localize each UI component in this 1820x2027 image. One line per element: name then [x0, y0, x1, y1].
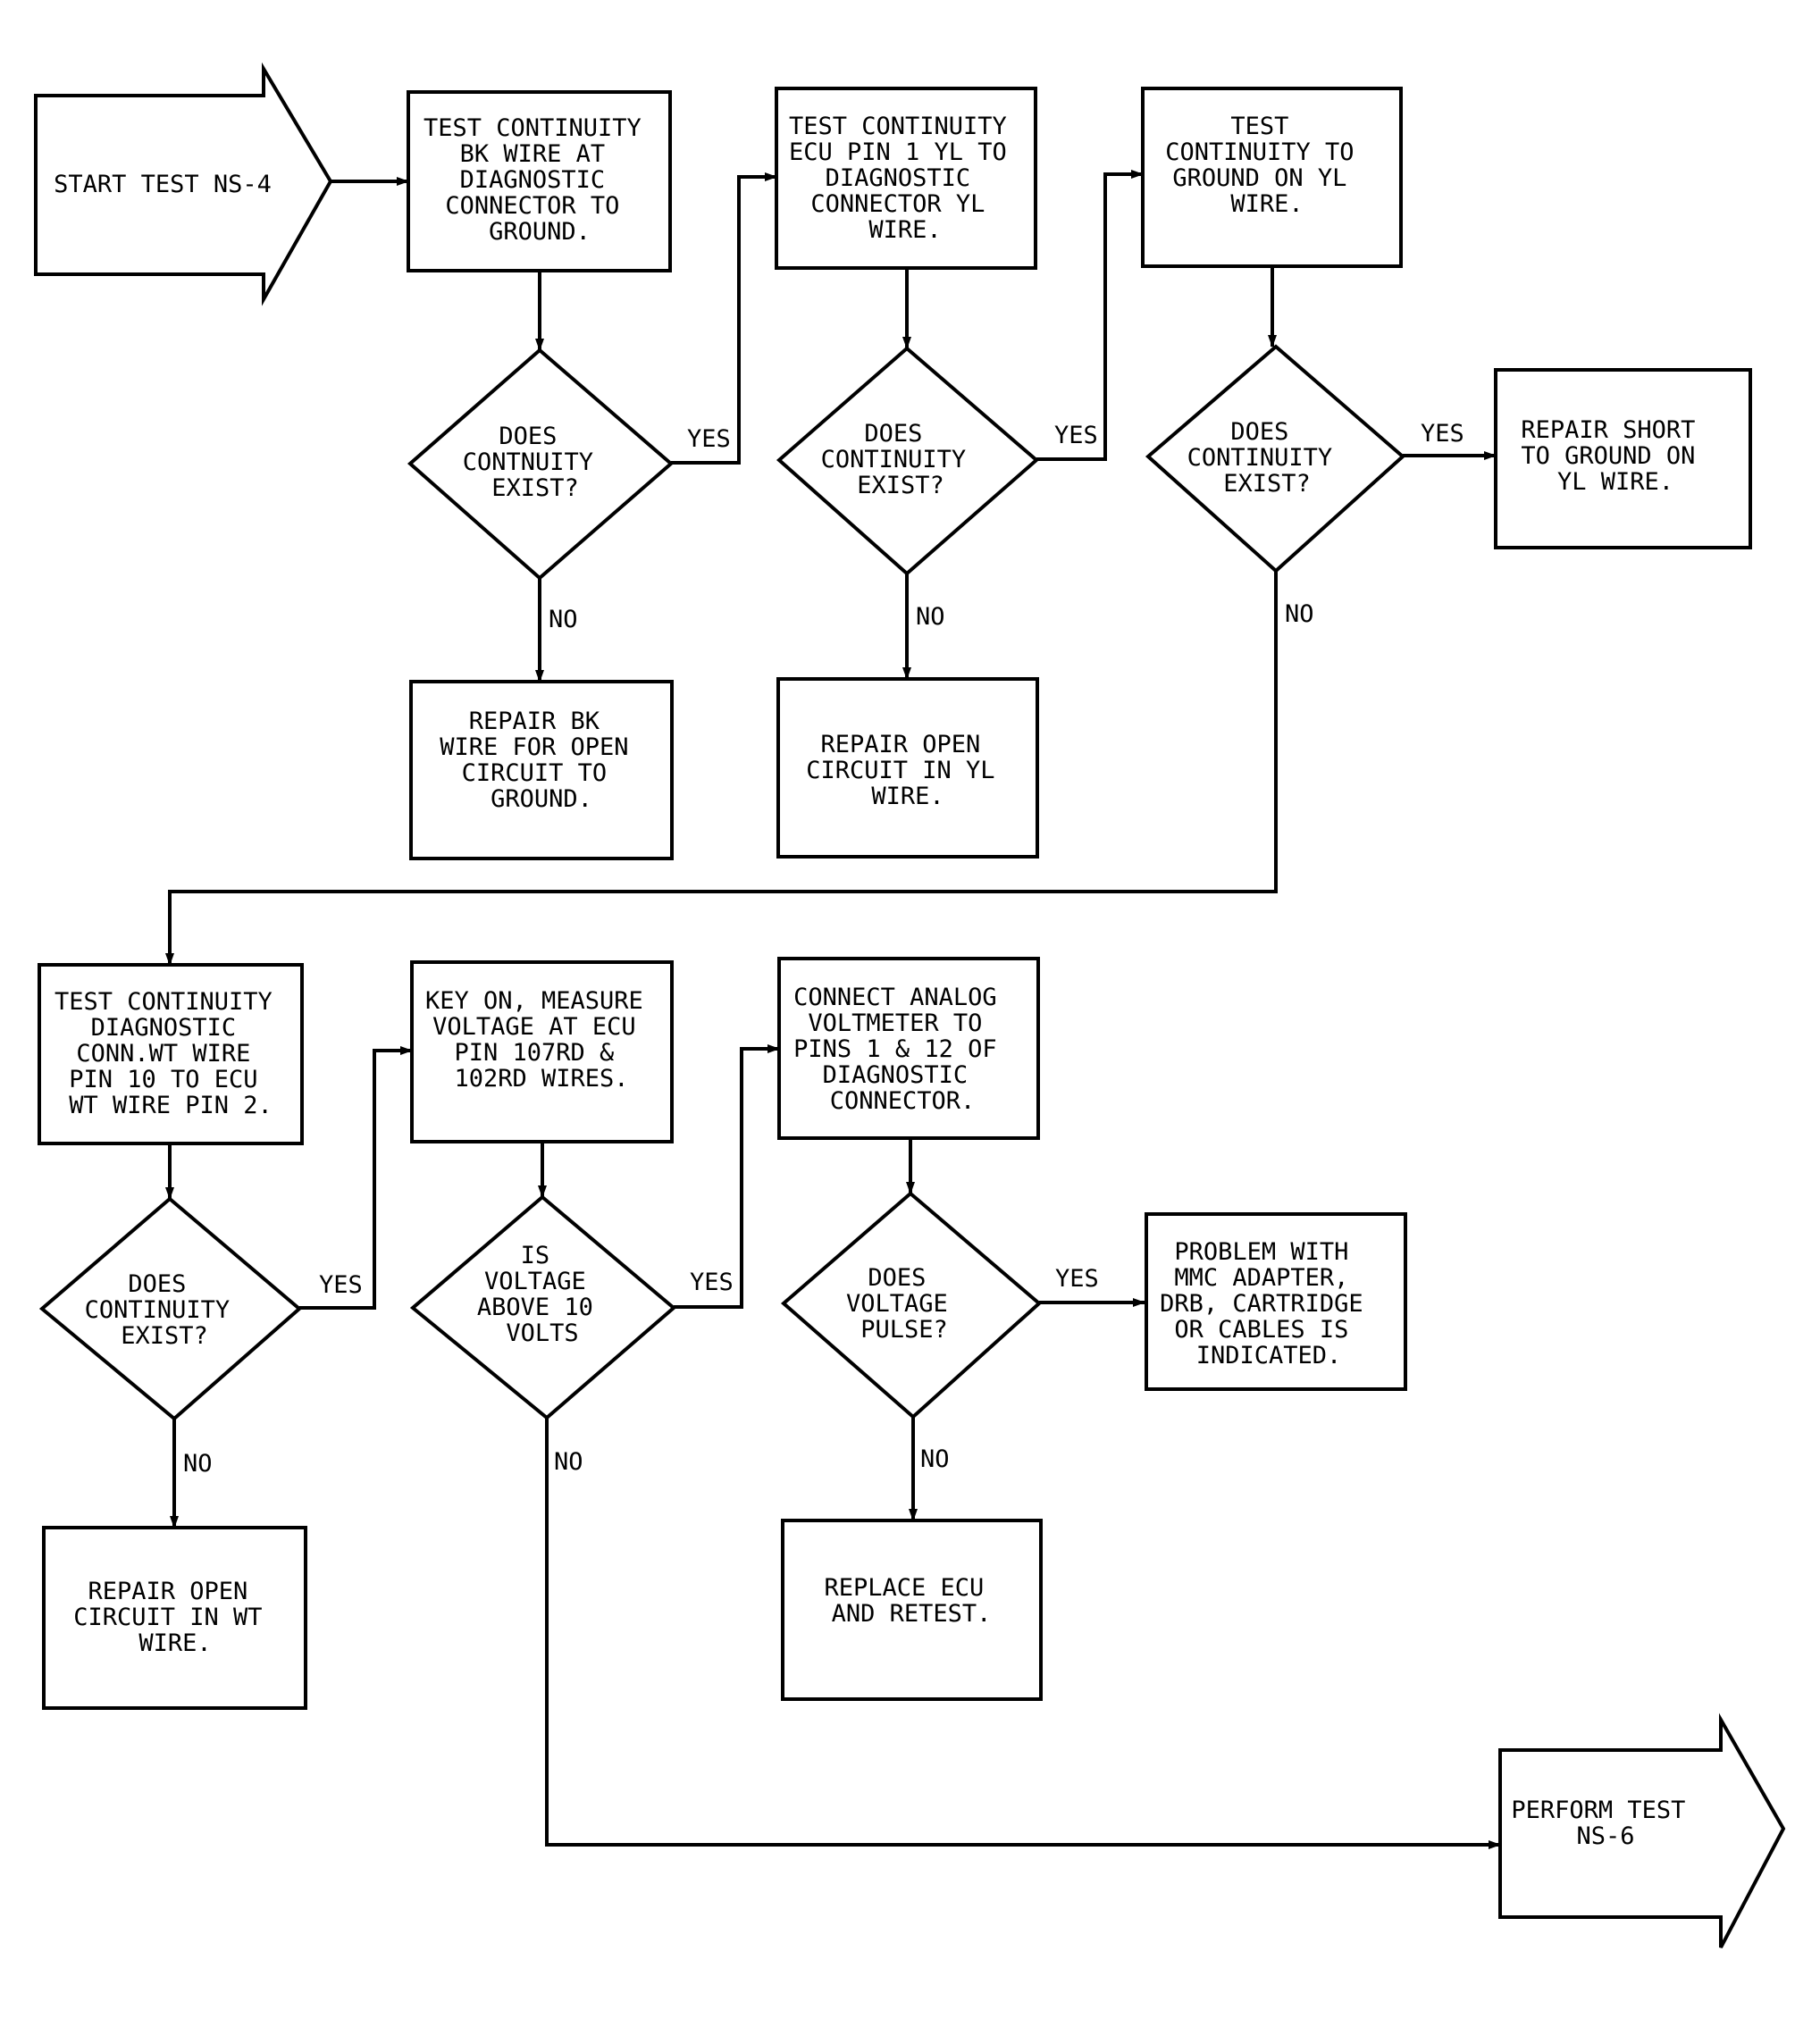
shapes [34, 62, 1786, 1948]
label-d5-no: NO [554, 1448, 583, 1476]
edge-d3-no [165, 571, 1278, 966]
box-test-wt-wire-text: TEST CONTINUITY DIAGNOSTIC CONN.WT WIRE … [55, 988, 287, 1119]
decision-bk-continuity [407, 348, 675, 581]
box-repair-wt-open [42, 1526, 307, 1710]
decision-wt-continuity-text: DOES CONTINUITY EXIST? [85, 1270, 245, 1350]
box-problem-indicated-text: PROBLEM WITH MMC ADAPTER, DRB, CARTRIDGE… [1160, 1238, 1378, 1369]
decision-voltage-above-10-text: IS VOLTAGE ABOVE 10 VOLTS [477, 1242, 608, 1347]
start-arrow [34, 62, 333, 306]
decision-voltage-above-10 [409, 1194, 677, 1420]
end-arrow-text: PERFORM TEST NS-6 [1511, 1797, 1699, 1850]
box-repair-yl-open [776, 677, 1039, 859]
decision-yl-ground-text: DOES CONTINUITY EXIST? [1187, 418, 1347, 498]
labels: START TEST NS-4 TEST CONTINUITY BK WIRE … [54, 113, 1709, 1850]
box-repair-yl-open-text: REPAIR OPEN CIRCUIT IN YL WIRE. [806, 731, 1010, 810]
decision-yl-continuity [776, 346, 1040, 576]
decision-yl-ground [1145, 344, 1406, 574]
decision-bk-continuity-text: DOES CONTNUITY EXIST? [463, 423, 608, 502]
label-d3-yes: YES [1421, 420, 1464, 448]
label-d1-yes: YES [687, 425, 731, 453]
box-test-ecu-pin1-text: TEST CONTINUITY ECU PIN 1 YL TO DIAGNOST… [789, 113, 1021, 244]
box-repair-bk-wire-text: REPAIR BK WIRE FOR OPEN CIRCUIT TO GROUN… [440, 708, 643, 813]
edge-d5-yes [674, 1044, 780, 1309]
edge-d2-yes [1036, 170, 1144, 461]
box-connect-voltmeter [777, 957, 1040, 1140]
box-test-wt-wire [38, 963, 304, 1145]
end-arrow [1498, 1713, 1786, 1948]
label-d1-no: NO [549, 606, 578, 633]
box-test-bk-wire [407, 90, 672, 272]
label-d4-yes: YES [319, 1271, 363, 1299]
label-d6-yes: YES [1055, 1265, 1099, 1293]
label-d5-yes: YES [690, 1269, 734, 1296]
label-d4-no: NO [183, 1450, 213, 1478]
decision-yl-continuity-text: DOES CONTINUITY EXIST? [821, 420, 981, 499]
decision-voltage-pulse [780, 1191, 1043, 1420]
box-repair-bk-wire [409, 680, 674, 860]
box-connect-voltmeter-text: CONNECT ANALOG VOLTMETER TO PINS 1 & 12 … [793, 984, 1011, 1115]
box-problem-indicated [1145, 1212, 1407, 1391]
edge-d5-no [545, 1418, 1501, 1849]
box-repair-wt-open-text: REPAIR OPEN CIRCUIT IN WT WIRE. [73, 1578, 277, 1657]
box-repair-yl-short [1494, 368, 1752, 549]
edge-d4-yes [299, 1046, 413, 1310]
label-d2-yes: YES [1054, 422, 1098, 449]
edge-d1-yes [671, 172, 777, 465]
connectors [165, 170, 1501, 1849]
box-measure-voltage-text: KEY ON, MEASURE VOLTAGE AT ECU PIN 107RD… [425, 987, 658, 1093]
box-measure-voltage [410, 960, 674, 1143]
decision-wt-continuity [38, 1196, 303, 1421]
label-d3-no: NO [1285, 600, 1314, 628]
box-test-ground-yl [1141, 87, 1403, 268]
box-test-ecu-pin1 [775, 87, 1037, 270]
label-d6-no: NO [920, 1445, 950, 1473]
box-test-ground-yl-text: TEST CONTINUITY TO GROUND ON YL WIRE. [1165, 113, 1369, 218]
start-label: START TEST NS-4 [54, 171, 272, 198]
box-replace-ecu-text: REPLACE ECU AND RETEST. [824, 1574, 998, 1628]
label-d2-no: NO [916, 603, 945, 631]
box-repair-yl-short-text: REPAIR SHORT TO GROUND ON YL WIRE. [1521, 416, 1709, 496]
decision-voltage-pulse-text: DOES VOLTAGE PULSE? [846, 1264, 962, 1344]
box-replace-ecu [781, 1519, 1043, 1701]
box-test-bk-wire-text: TEST CONTINUITY BK WIRE AT DIAGNOSTIC CO… [424, 114, 656, 246]
